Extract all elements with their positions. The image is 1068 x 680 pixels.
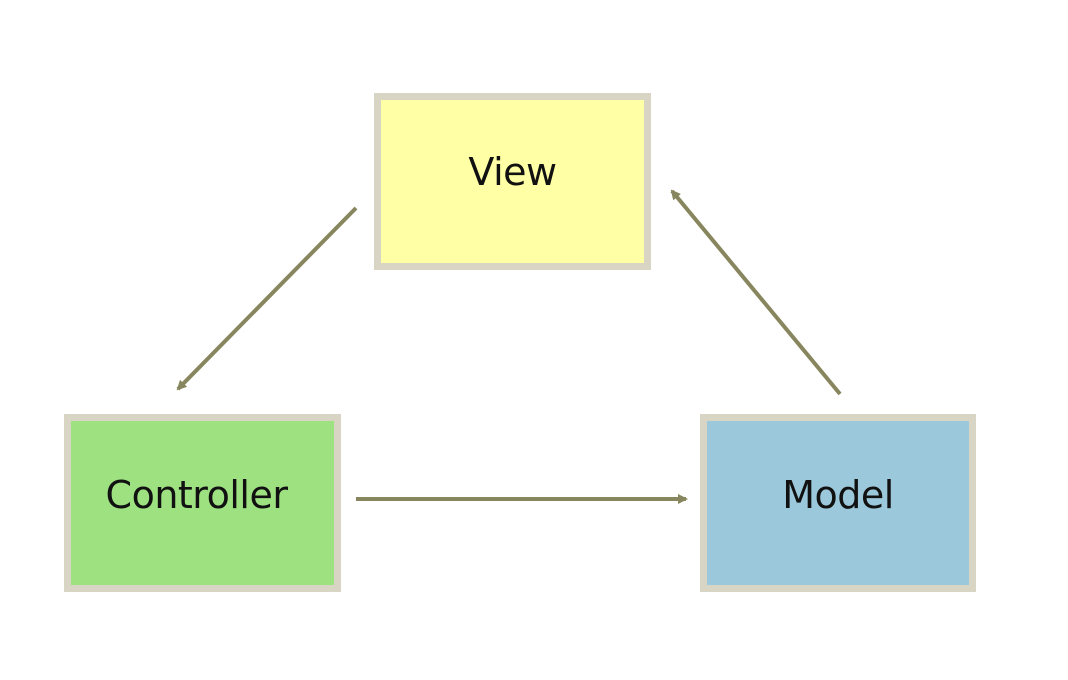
- controller-label: Controller: [105, 473, 288, 517]
- model-label: Model: [782, 473, 894, 517]
- arrow-model-to-view: [670, 189, 842, 396]
- controller-box: Controller: [64, 414, 341, 592]
- view-box: View: [374, 93, 651, 270]
- arrow-view-to-controller: [176, 206, 358, 391]
- model-box: Model: [700, 414, 976, 592]
- view-label: View: [468, 149, 557, 194]
